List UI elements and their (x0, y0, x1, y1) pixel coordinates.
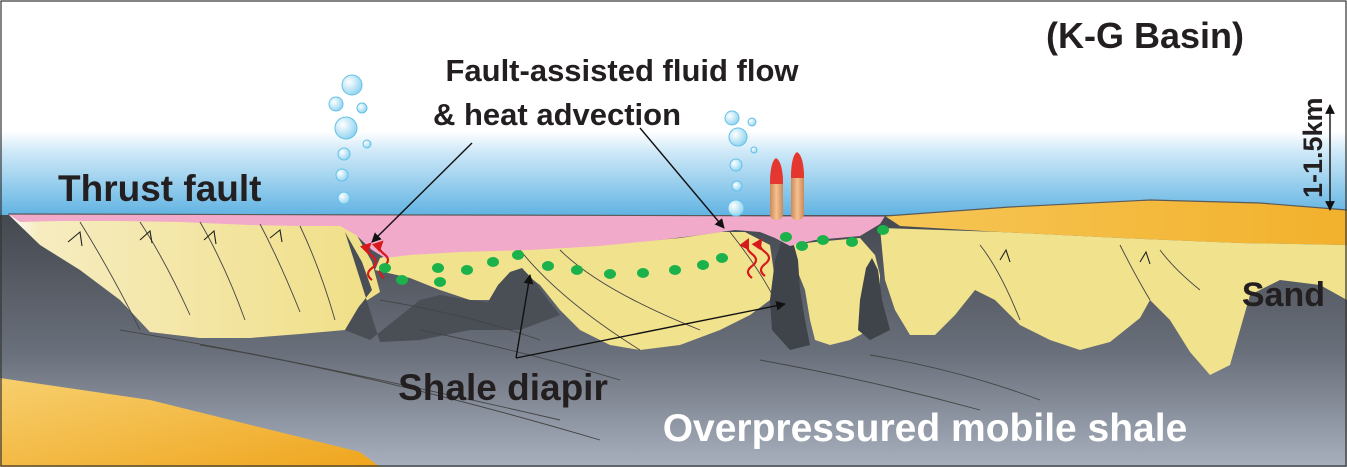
seafloor-pink-sediment (8, 214, 885, 258)
fluid-flow-label-line1: Fault-assisted fluid flow (445, 53, 799, 88)
bubble-plume-left (328, 74, 372, 205)
thrust-fault-label: Thrust fault (58, 168, 261, 209)
right-orange-sand (885, 200, 1347, 245)
mobile-shale-label: Overpressured mobile shale (663, 407, 1188, 450)
sand-minibasin-right-1 (790, 238, 880, 345)
bubble-plume-right (724, 110, 758, 217)
depth-scale-label: 1-1.5km (1298, 97, 1328, 198)
sand-minibasin-left (8, 214, 380, 338)
region-label: (K-G Basin) (1046, 15, 1244, 56)
shale-diapir-label: Shale diapir (398, 367, 608, 408)
lower-sand-wedge (0, 378, 380, 467)
shale-diapir-left (345, 232, 560, 342)
fault-ticks (67, 228, 1151, 265)
sand-minibasin-right-2 (880, 228, 1347, 375)
gas-hydrate-dots (379, 225, 889, 287)
fault-lines (79, 221, 1201, 441)
seep-chimneys (770, 152, 804, 220)
fluid-flow-arrows (359, 238, 771, 281)
shale-diapir-center (770, 238, 810, 350)
sand-label: Sand (1242, 276, 1325, 314)
sand-minibasin-center (375, 232, 775, 350)
leader-arrows (371, 127, 786, 359)
fluid-flow-label-line2: & heat advection (433, 97, 681, 132)
shale-diapir-right (858, 258, 890, 340)
